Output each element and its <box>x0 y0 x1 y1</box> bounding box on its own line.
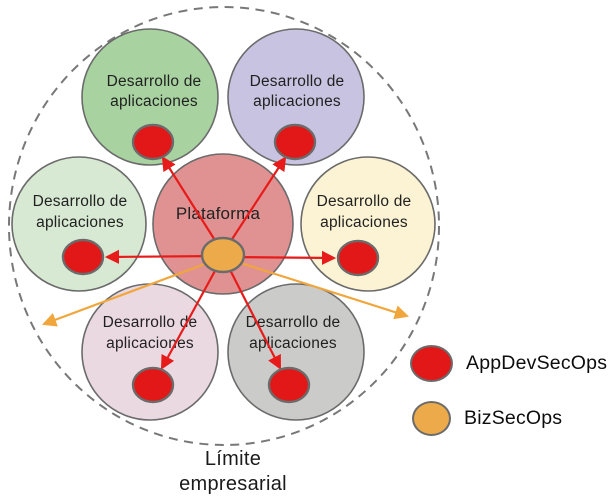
circle-label: Desarrollo de <box>103 314 198 331</box>
caption-line-1: Límite <box>204 448 262 470</box>
appdevsecops-arrow <box>222 156 287 254</box>
circle-label: Desarrollo de <box>317 193 412 210</box>
circle-label: Desarrollo de <box>107 73 202 90</box>
appdevsecops-dot <box>336 239 380 277</box>
appdevsecops-dot <box>267 366 311 404</box>
bizsecops-dot-icon <box>412 401 451 436</box>
app-dev-circle-shape <box>227 28 365 166</box>
appdevsecops-arrow <box>160 257 223 370</box>
platform-label: Plataforma <box>176 204 261 223</box>
enterprise-boundary <box>8 6 440 446</box>
circle-label: Desarrollo de <box>250 73 345 90</box>
appdevsecops-dot <box>61 238 105 276</box>
appdevsecops-arrow <box>161 156 224 254</box>
appdevsecops-dot <box>273 123 317 161</box>
bizsecops-arrow <box>41 256 222 327</box>
app-dev-circle-shape <box>227 283 365 421</box>
legend-item-bizsecops: BizSecOps <box>410 401 607 436</box>
bizsecops-arrow <box>224 256 410 320</box>
circle-label: Desarrollo de <box>246 314 341 331</box>
bizsecops-dot <box>200 236 246 274</box>
appdevsecops-dot <box>131 366 175 404</box>
app-dev-circle-shape <box>81 28 219 166</box>
platform-circle-shape <box>152 153 294 295</box>
circle-label: aplicaciones <box>106 335 194 352</box>
enterprise-boundary-caption: Límite empresarial <box>133 447 333 497</box>
circle-label: Desarrollo de <box>33 193 128 210</box>
appdevsecops-dot-icon <box>410 345 453 382</box>
circle-label: aplicaciones <box>110 93 198 110</box>
circle-label: aplicaciones <box>320 214 408 231</box>
legend-item-appdevsecops: AppDevSecOps <box>410 345 607 382</box>
circle-label: aplicaciones <box>249 335 337 352</box>
app-dev-circle: Desarrollo de aplicaciones <box>81 283 219 421</box>
legend: AppDevSecOps BizSecOps <box>410 345 607 455</box>
bizsecops-legend-label: BizSecOps <box>464 407 563 429</box>
app-dev-circle: Desarrollo de aplicaciones <box>227 283 365 421</box>
app-dev-circle: Desarrollo de aplicaciones <box>227 28 365 166</box>
circle-label: aplicaciones <box>253 93 341 110</box>
caption-line-2: empresarial <box>179 473 287 495</box>
appdevsecops-legend-label: AppDevSecOps <box>466 352 608 374</box>
platform-circle <box>152 153 294 295</box>
circle-label: aplicaciones <box>36 214 124 231</box>
appdevsecops-dot <box>131 123 175 161</box>
appdevsecops-arrow <box>223 257 281 370</box>
app-dev-circle: Desarrollo de aplicaciones <box>81 28 219 166</box>
